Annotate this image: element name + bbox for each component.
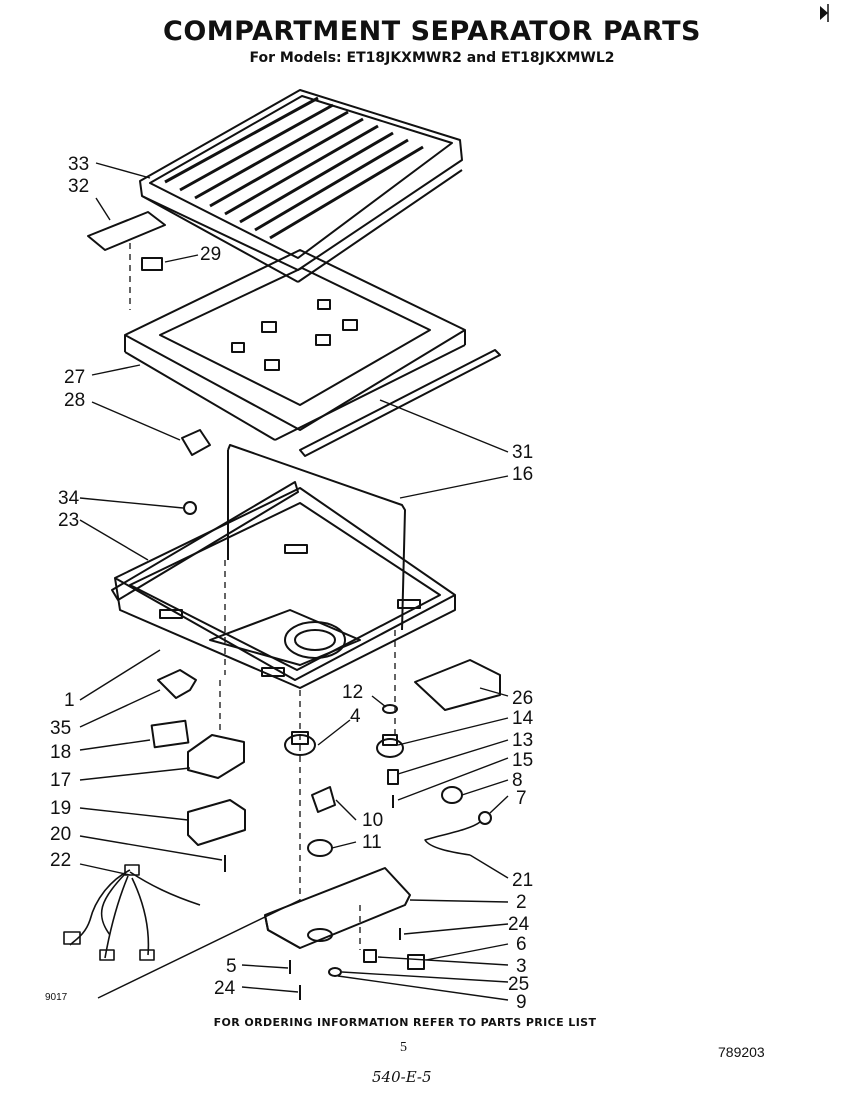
callout-9: 9	[516, 992, 527, 1013]
socket-wire-part	[424, 821, 481, 856]
callout-32: 32	[68, 176, 89, 197]
callout-3: 3	[516, 956, 527, 977]
callout-15: 15	[512, 750, 533, 771]
grommet-part	[183, 501, 197, 515]
ordering-info-note: FOR ORDERING INFORMATION REFER TO PARTS …	[213, 1016, 597, 1029]
lamp-bulb-part	[441, 786, 463, 804]
wire-rod-part	[227, 444, 406, 631]
callout-16: 16	[512, 464, 533, 485]
callout-2: 2	[516, 892, 527, 913]
callout-35: 35	[50, 718, 71, 739]
switch-part	[407, 954, 425, 970]
thermostat-part	[311, 786, 336, 813]
corner-mark-icon	[820, 4, 829, 22]
callout-28: 28	[64, 390, 85, 411]
frame-tray-part	[124, 249, 466, 441]
callout-22: 22	[50, 850, 71, 871]
washer-part	[382, 704, 398, 714]
callout-14: 14	[512, 708, 534, 729]
separator-base-part	[111, 481, 456, 689]
alignment-lines	[129, 243, 396, 950]
page-number: 5	[400, 1040, 407, 1055]
seal-strip-part	[299, 349, 501, 457]
callout-5: 5	[226, 956, 237, 977]
callout-25: 25	[508, 974, 529, 995]
callout-13: 13	[512, 730, 533, 751]
bracket-part	[187, 799, 246, 846]
callout-26: 26	[512, 688, 533, 709]
callout-12: 12	[342, 682, 363, 703]
callout-23: 23	[58, 510, 79, 531]
label-card-part	[87, 211, 166, 251]
housing-part	[187, 734, 245, 779]
tray-block-part	[181, 429, 211, 456]
thermostat-knob-part	[307, 839, 333, 857]
callout-24-lower: 24	[214, 978, 236, 999]
lamp-socket-part	[363, 949, 377, 963]
callout-20: 20	[50, 824, 71, 845]
document-number: 789203	[718, 1044, 765, 1060]
grille-panel-part	[139, 89, 463, 283]
clip-part	[141, 257, 163, 271]
nut-part	[328, 967, 342, 977]
handwritten-note: 540-E-5	[372, 1068, 432, 1086]
callout-29: 29	[200, 244, 221, 265]
bottom-housing-part	[264, 867, 411, 949]
callout-21: 21	[512, 870, 533, 891]
drawing-code: 9017	[45, 992, 68, 1003]
callout-7: 7	[516, 788, 527, 809]
callout-17: 17	[50, 770, 71, 791]
leader-lines	[79, 162, 509, 1001]
callout-4: 4	[350, 706, 361, 727]
callout-18: 18	[50, 742, 71, 763]
model-subtitle: For Models: ET18JKXMWR2 and ET18JKXMWL2	[249, 50, 615, 66]
callout-34: 34	[58, 488, 80, 509]
callout-24-upper: 24	[508, 914, 530, 935]
bezel-part	[150, 719, 190, 749]
callout-31: 31	[512, 442, 533, 463]
callout-6: 6	[516, 934, 527, 955]
callout-19: 19	[50, 798, 71, 819]
knob-part	[157, 669, 197, 699]
callout-1: 1	[64, 690, 75, 711]
callout-33: 33	[68, 154, 89, 175]
foam-block-part	[414, 659, 501, 711]
bearing-part	[376, 734, 404, 758]
callout-11: 11	[362, 832, 382, 853]
callout-labels: 33 32 29 27 28 31 16 34 23 1 35 18 17 19…	[50, 154, 534, 1013]
wire-harness-part	[63, 864, 201, 961]
socket-part	[478, 811, 492, 825]
page-title: COMPARTMENT SEPARATOR PARTS	[163, 16, 701, 47]
callout-27: 27	[64, 367, 85, 388]
callout-10: 10	[362, 810, 383, 831]
callout-8: 8	[512, 770, 523, 791]
spacer-part	[387, 769, 399, 785]
